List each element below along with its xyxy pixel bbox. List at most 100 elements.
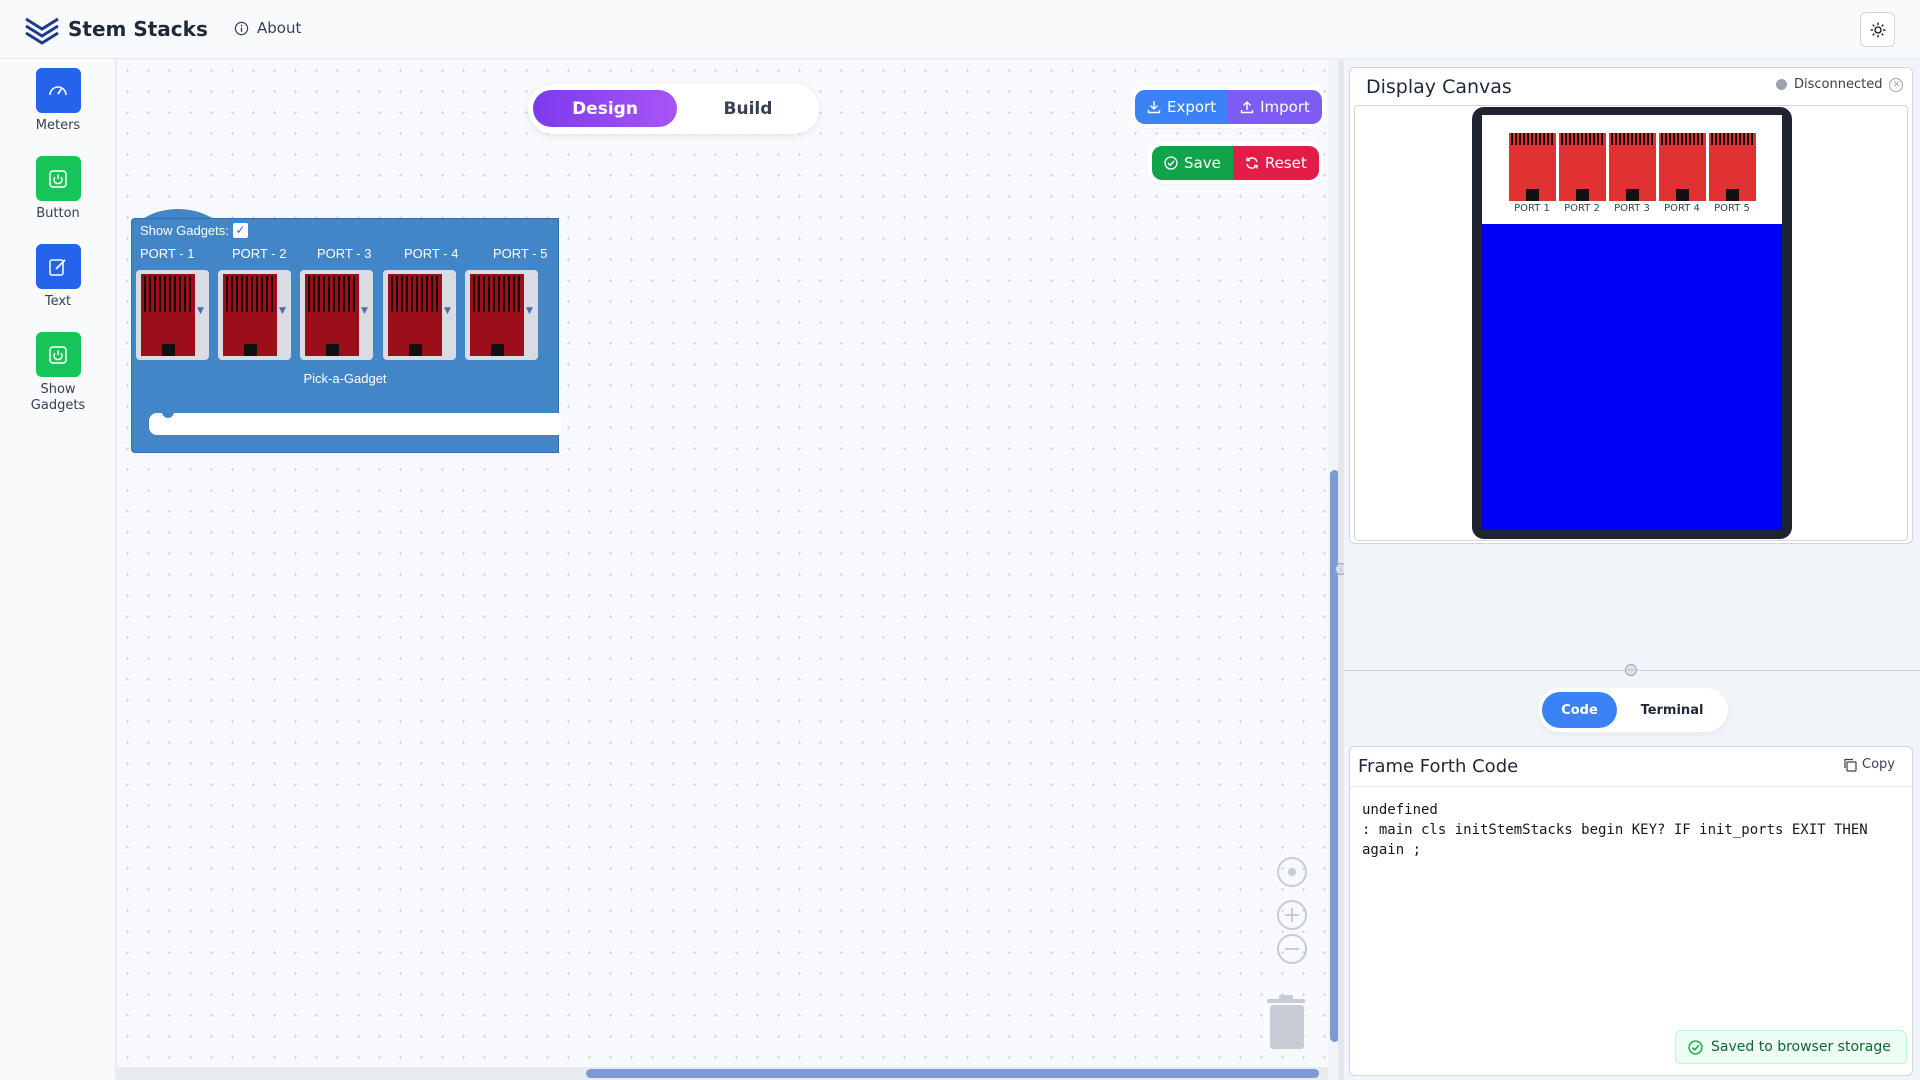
- code-card: Frame Forth Code Copy undefined : main c…: [1349, 746, 1913, 1076]
- toolbox-item-meters[interactable]: Meters: [0, 68, 116, 134]
- about-label: About: [257, 19, 302, 37]
- pick-a-gadget-block[interactable]: Show Gadgets: ✓ PORT - 1 PORT - 2 PORT -…: [131, 218, 561, 453]
- minus-icon: [1285, 948, 1299, 950]
- stem-stacks-logo-icon: [25, 17, 59, 45]
- mini-port-image: [1559, 133, 1606, 201]
- divider: [1350, 786, 1912, 787]
- plus-icon: [1285, 908, 1299, 922]
- show-gadgets-label: Show Gadgets:: [140, 223, 229, 238]
- mini-port-image: [1609, 133, 1656, 201]
- gadget-port-image: [305, 274, 359, 356]
- about-link[interactable]: About: [234, 19, 301, 37]
- mini-port-image: [1709, 133, 1756, 201]
- gadget-dropdown-port-1[interactable]: ▼: [136, 270, 209, 360]
- vertical-scrollbar[interactable]: [1330, 470, 1339, 1042]
- target-icon: [1288, 868, 1296, 876]
- copy-icon: [1844, 758, 1857, 772]
- tab-terminal[interactable]: Terminal: [1640, 702, 1704, 718]
- brand-title: Stem Stacks: [68, 17, 208, 41]
- dropdown-arrow-icon: ▼: [444, 306, 451, 316]
- port-label: PORT - 2: [232, 246, 287, 261]
- port-label: PORT - 4: [404, 246, 459, 261]
- gauge-icon: [35, 68, 81, 113]
- zoom-out-button[interactable]: [1277, 934, 1307, 964]
- trash-icon[interactable]: [1265, 995, 1307, 1051]
- mode-design-button[interactable]: Design: [533, 90, 677, 127]
- mini-port-label: PORT 2: [1564, 203, 1600, 214]
- zoom-in-button[interactable]: [1277, 900, 1307, 930]
- copy-button[interactable]: Copy: [1843, 757, 1895, 772]
- code-terminal-tabs: Code Terminal: [1538, 688, 1728, 732]
- dropdown-arrow-icon: ▼: [279, 306, 286, 316]
- refresh-icon: [1246, 157, 1258, 169]
- reset-button[interactable]: Reset: [1232, 146, 1319, 180]
- display-canvas-area: [1354, 105, 1908, 541]
- toolbox-item-text[interactable]: Text: [0, 244, 116, 310]
- gadget-port-image: [470, 274, 524, 356]
- toolbox-item-label: Text: [44, 294, 72, 309]
- export-label: Export: [1167, 98, 1217, 116]
- gadget-port-image: [141, 274, 195, 356]
- saved-toast: Saved to browser storage: [1675, 1030, 1907, 1064]
- statement-input-slot[interactable]: [149, 413, 561, 435]
- check-circle-icon: [1688, 1039, 1703, 1055]
- gadget-dropdown-port-3[interactable]: ▼: [300, 270, 373, 360]
- blockly-workspace[interactable]: Design Build Export Import Save Reset Sh…: [117, 60, 1339, 1080]
- horizontal-splitter-handle-icon[interactable]: ⋯: [1625, 664, 1637, 676]
- device-screen: [1482, 224, 1782, 530]
- check-circle-icon: [1164, 156, 1178, 170]
- gadget-port-image: [388, 274, 442, 356]
- import-label: Import: [1260, 98, 1310, 116]
- toolbox-item-button[interactable]: Button: [0, 156, 116, 222]
- gadget-dropdown-port-5[interactable]: ▼: [465, 270, 538, 360]
- connection-status: Disconnected ✕: [1776, 77, 1904, 92]
- reset-label: Reset: [1264, 154, 1307, 172]
- code-text[interactable]: undefined : main cls initStemStacks begi…: [1362, 802, 1868, 858]
- mini-port-label: PORT 4: [1664, 203, 1700, 214]
- pick-a-gadget-label: Pick-a-Gadget: [303, 371, 387, 386]
- tab-code[interactable]: Code: [1542, 692, 1617, 728]
- port-label: PORT - 3: [317, 246, 372, 261]
- status-dot: [1776, 79, 1787, 90]
- copy-label: Copy: [1862, 757, 1895, 772]
- toolbox-sidebar: Meters Button Text Show Gadgets: [0, 59, 116, 1080]
- close-circle-icon[interactable]: ✕: [1889, 77, 1904, 92]
- import-button[interactable]: Import: [1228, 90, 1322, 124]
- toolbox-item-show-gadgets[interactable]: Show Gadgets: [0, 332, 116, 414]
- gadget-dropdown-port-4[interactable]: ▼: [383, 270, 456, 360]
- power-icon: [35, 156, 81, 201]
- mini-port-image: [1509, 133, 1556, 201]
- edit-icon: [35, 244, 81, 289]
- toolbox-item-label: Show Gadgets: [30, 382, 86, 413]
- sun-icon: [1870, 22, 1885, 37]
- show-gadgets-field: Show Gadgets: ✓: [140, 223, 248, 238]
- save-button[interactable]: Save: [1152, 146, 1233, 180]
- recenter-button[interactable]: [1277, 857, 1307, 887]
- dropdown-arrow-icon: ▼: [361, 306, 368, 316]
- export-import-group: Export Import: [1135, 90, 1322, 124]
- slot-notch: [162, 411, 174, 418]
- connection-status-label: Disconnected: [1794, 77, 1883, 92]
- display-canvas-title: Display Canvas: [1366, 76, 1512, 98]
- dropdown-arrow-icon: ▼: [197, 306, 204, 316]
- port-label: PORT - 1: [140, 246, 195, 261]
- theme-toggle-button[interactable]: [1860, 12, 1895, 47]
- mini-port-label: PORT 3: [1614, 203, 1650, 214]
- toolbox-item-label: Meters: [35, 118, 81, 133]
- port-label: PORT - 5: [493, 246, 548, 261]
- save-label: Save: [1184, 154, 1221, 172]
- dropdown-arrow-icon: ▼: [526, 306, 533, 316]
- download-icon: [1147, 101, 1161, 114]
- mini-port-image: [1659, 133, 1706, 201]
- show-gadgets-checkbox[interactable]: ✓: [232, 223, 248, 238]
- toast-message: Saved to browser storage: [1711, 1039, 1891, 1055]
- mode-toggle: Design Build: [528, 84, 819, 134]
- horizontal-scrollbar[interactable]: [586, 1069, 1319, 1078]
- info-icon: [234, 21, 249, 35]
- device-preview: PORT 1 PORT 2 PORT 3 PORT 4 PORT 5: [1472, 107, 1792, 539]
- mode-build-button[interactable]: Build: [723, 98, 773, 119]
- save-reset-group: Save Reset: [1152, 146, 1319, 180]
- code-title: Frame Forth Code: [1358, 756, 1519, 777]
- export-button[interactable]: Export: [1135, 90, 1229, 124]
- gadget-dropdown-port-2[interactable]: ▼: [218, 270, 291, 360]
